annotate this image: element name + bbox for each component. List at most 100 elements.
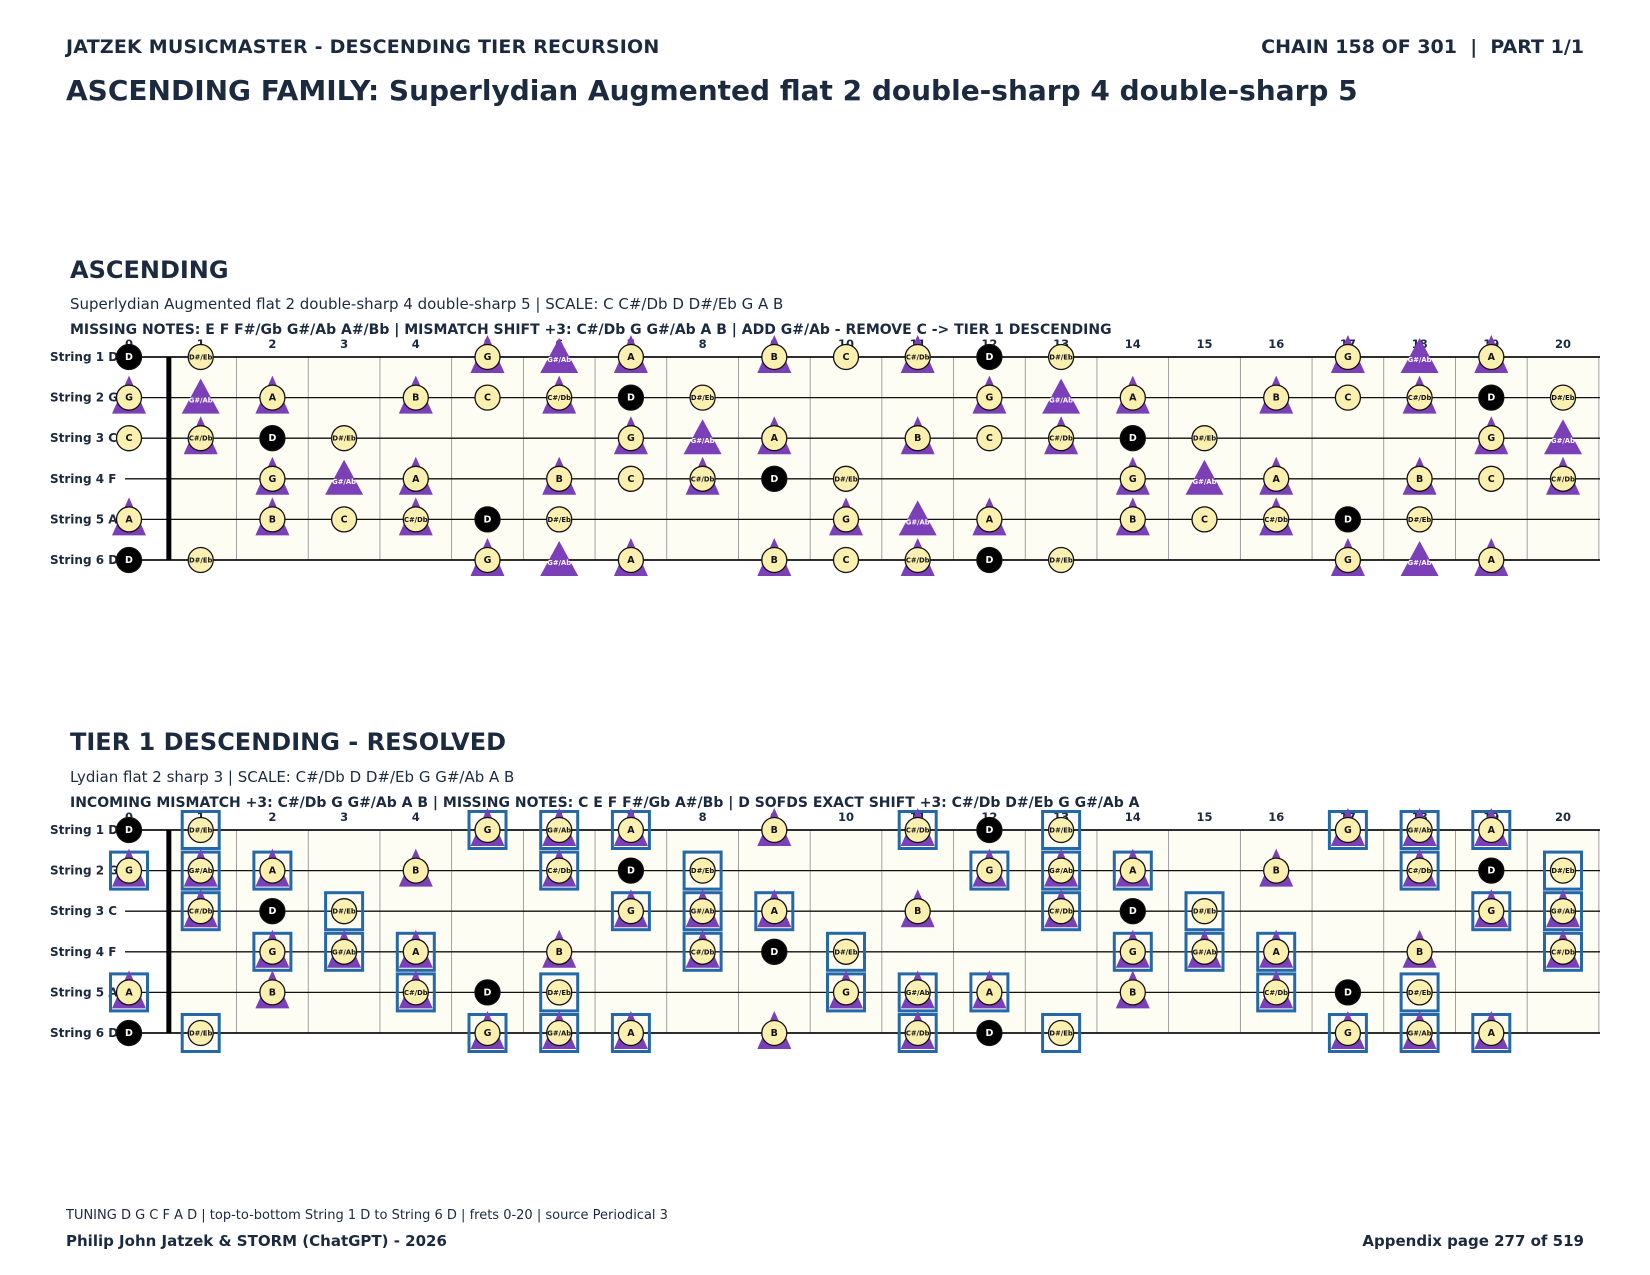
scale-note (832, 506, 860, 533)
scale-note (832, 343, 860, 371)
note-label: C#/Db (189, 435, 213, 443)
fret-note: G#/Ab (1543, 889, 1583, 932)
scale-note (1047, 898, 1075, 925)
note-label: D (484, 987, 492, 998)
fret-note: B (542, 929, 577, 968)
root-note (976, 546, 1003, 574)
note-label: C#/Db (1049, 435, 1073, 443)
fret-note: D (1478, 384, 1505, 411)
scale-note (689, 465, 716, 492)
scale-note (1263, 384, 1290, 411)
scale-note (330, 938, 358, 965)
scale-note (187, 425, 214, 452)
fret-note: A (1474, 335, 1509, 373)
fret-note: A (969, 970, 1010, 1013)
note-label: C (843, 555, 850, 566)
fret-number: 20 (1555, 337, 1571, 351)
fret-note: A (112, 497, 146, 536)
scale-note (689, 938, 716, 965)
note-label: A (627, 1028, 635, 1039)
scale-note (1478, 898, 1505, 925)
note-label: D (125, 352, 133, 363)
fret-note: G#/Ab (897, 970, 938, 1013)
fret-note: G (467, 1011, 508, 1053)
note-label: C#/Db (404, 989, 428, 997)
note-label: C#/Db (1551, 948, 1575, 956)
scale-note (976, 857, 1003, 884)
note-label: C (627, 474, 634, 485)
note-label: A (1273, 474, 1281, 485)
fret-note: G#/Ab (1042, 378, 1081, 414)
scale-note (976, 384, 1003, 411)
fret-note: C#/Db (682, 929, 723, 972)
fret-note: G#/Ab (539, 1011, 580, 1053)
fret-note: C#/Db (395, 970, 436, 1013)
scale-note (761, 898, 788, 925)
scale-note (546, 1019, 573, 1047)
note-label: D (985, 555, 993, 566)
fret-note: G (467, 808, 508, 850)
note-label: G#/Ab (332, 478, 356, 486)
scale-note (1334, 343, 1362, 371)
fret-note: G#/Ab (540, 541, 579, 576)
fret-note: D (1478, 857, 1505, 884)
fret-note: D (259, 425, 286, 452)
note-label: G (484, 555, 492, 566)
fret-note: B (757, 538, 792, 576)
shift-triangle (683, 419, 722, 455)
fret-number: 15 (1196, 810, 1212, 824)
fret-note: C#/Db (1044, 416, 1079, 455)
note-label: C#/Db (1264, 989, 1288, 997)
root-note (1119, 425, 1146, 452)
fret-note: C (976, 425, 1003, 452)
fret-note: G (1327, 808, 1368, 850)
fret-note: D (115, 816, 143, 844)
fret-number: 8 (699, 810, 707, 824)
fret-note: D#/Eb (539, 972, 580, 1013)
scale-note (1263, 465, 1290, 492)
note-label: D#/Eb (1049, 827, 1072, 835)
scale-note (474, 343, 501, 371)
root-note (976, 816, 1003, 844)
scale-note (761, 425, 788, 452)
fret-note: C#/Db (900, 335, 935, 373)
scale-note (1119, 506, 1146, 533)
scale-note (976, 979, 1003, 1006)
fret-number: 2 (268, 337, 276, 351)
note-label: C#/Db (1551, 475, 1575, 483)
fret-note: G#/Ab (539, 808, 580, 850)
scale-note (115, 506, 143, 533)
fret-note: D (1119, 425, 1146, 452)
fret-number: 16 (1268, 337, 1284, 351)
note-label: A (627, 555, 635, 566)
note-label: B (771, 352, 778, 363)
note-label: D (1487, 393, 1495, 404)
scale-note (1334, 816, 1362, 844)
string-label: String 4 F (50, 472, 116, 486)
note-label: A (986, 514, 994, 525)
fret-note: C#/Db (900, 538, 935, 576)
shift-triangle (898, 500, 937, 536)
fret-note: G (252, 929, 293, 972)
scale-note (904, 425, 931, 452)
root-note (115, 343, 143, 371)
fret-note: G#/Ab (683, 419, 722, 455)
note-label: B (914, 906, 921, 917)
fret-note: A (613, 538, 648, 576)
fret-note: A (1474, 538, 1509, 576)
fret-note: G (255, 456, 290, 495)
note-label: C (484, 393, 491, 404)
note-label: G (1344, 825, 1352, 836)
note-label: G (1129, 947, 1137, 958)
scale-note (402, 465, 429, 492)
note-label: C#/Db (547, 867, 571, 875)
fret-note: C#/Db (1543, 929, 1583, 972)
note-label: A (1273, 947, 1281, 958)
fret-note: G (109, 848, 149, 891)
scale-note (832, 465, 860, 492)
scale-note (474, 384, 501, 411)
nut (166, 357, 172, 560)
scale-note (402, 979, 429, 1006)
mismatch-box (539, 972, 580, 1013)
